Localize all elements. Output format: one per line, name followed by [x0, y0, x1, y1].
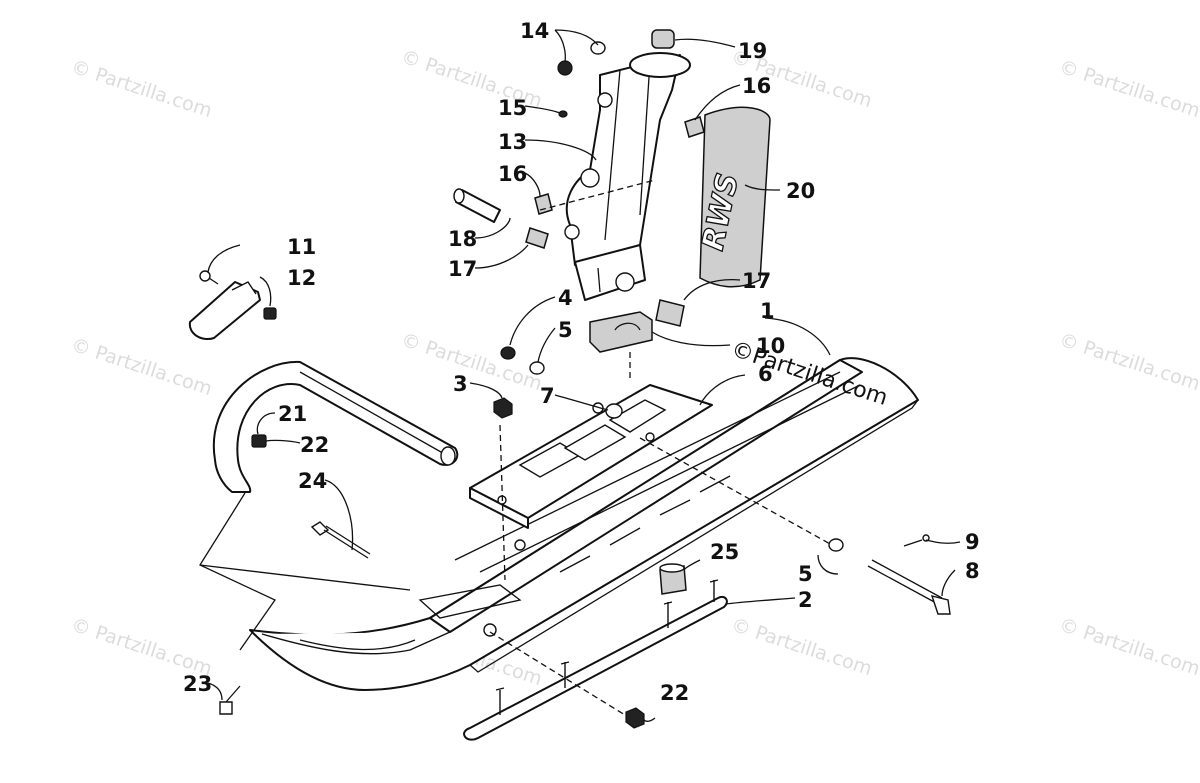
callout-16: 16	[742, 74, 771, 98]
callout-22: 22	[660, 681, 689, 705]
callout-4: 4	[558, 286, 573, 310]
loop-bolt	[310, 521, 371, 559]
callout-15: 15	[498, 96, 527, 120]
callout-8: 8	[965, 559, 980, 583]
ski-loop	[212, 360, 459, 493]
watermark-text: © Partzilla.com	[1056, 614, 1200, 680]
callout-16: 16	[498, 162, 527, 186]
nut-lower	[625, 707, 645, 729]
grease-fitting	[558, 110, 568, 118]
ski	[249, 357, 919, 691]
callout-17: 17	[448, 257, 477, 281]
watermark-text: © Partzilla.com	[68, 334, 214, 400]
callout-13: 13	[498, 130, 527, 154]
watermark-text: © Partzilla.com	[68, 56, 214, 122]
callout-5: 5	[558, 318, 573, 342]
callout-20: 20	[786, 179, 815, 203]
callout-19: 19	[738, 39, 767, 63]
callout-17: 17	[742, 269, 771, 293]
callout-21: 21	[278, 402, 307, 426]
spindle	[564, 52, 691, 301]
callout-14: 14	[520, 19, 549, 43]
ski-saddle	[469, 384, 713, 529]
callout-18: 18	[448, 227, 477, 251]
callout-10: 10	[756, 334, 785, 358]
wear-bar	[463, 579, 728, 741]
watermark-text: © Partzilla.com	[1056, 329, 1200, 395]
callout-9: 9	[965, 530, 980, 554]
callout-25: 25	[710, 540, 739, 564]
watermark-text: © Partzilla.com	[728, 614, 874, 680]
sleeve-and-bushings	[453, 188, 685, 327]
callout-11: 11	[287, 235, 316, 259]
callout-24: 24	[298, 469, 327, 493]
callout-2: 2	[798, 588, 813, 612]
nut-upper	[251, 434, 267, 448]
callout-7: 7	[540, 384, 555, 408]
watermark-text: © Partzilla.com	[1056, 56, 1200, 122]
callout-1: 1	[760, 299, 775, 323]
callout-5: 5	[798, 562, 813, 586]
watermark-text: © Partzilla.com	[398, 329, 544, 395]
axle-bolt	[867, 534, 951, 615]
bolt-23	[219, 685, 241, 715]
bushing-16	[534, 116, 705, 215]
watermark-text: © Partzilla.com	[68, 614, 214, 680]
bracket-and-screw	[188, 270, 277, 340]
callout-3: 3	[453, 372, 468, 396]
spacer-25	[659, 563, 687, 595]
leader-lines	[199, 29, 961, 722]
small-hardware	[493, 346, 844, 552]
spindle-decal: RWS	[695, 106, 771, 288]
callout-23: 23	[183, 672, 212, 696]
callout-22: 22	[300, 433, 329, 457]
callout-6: 6	[758, 362, 773, 386]
spacer-block	[589, 311, 653, 353]
spindle-cap	[651, 29, 675, 49]
callout-12: 12	[287, 266, 316, 290]
